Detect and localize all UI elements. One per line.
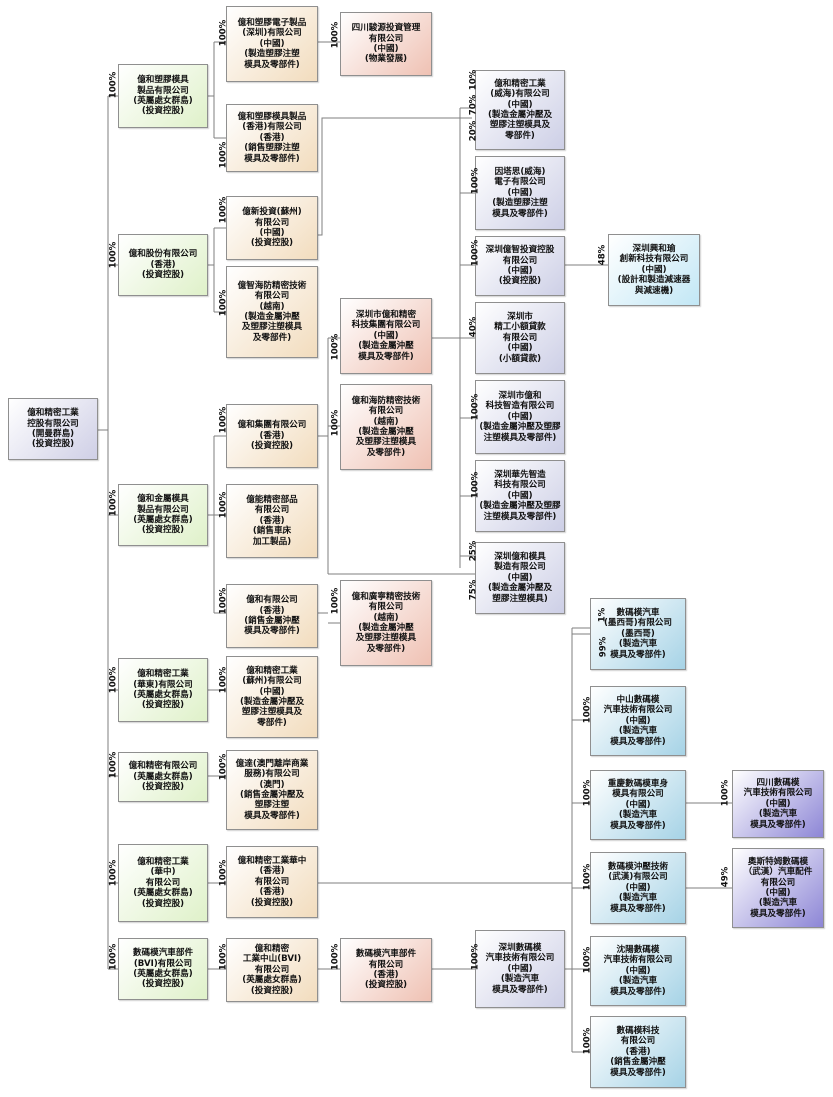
node-yida-macau: 億達(澳門離岸商業 服務)有限公司 (澳門) (銷售金屬沖壓及 塑膠注塑 模具及…	[226, 750, 318, 830]
pct-label: 100%	[218, 196, 229, 224]
node-digital-auto-mexico: 數碼模汽車 (墨西哥)有限公司 (墨西哥) (製造汽車 模具及零部件)	[590, 598, 686, 670]
pct-label: 100%	[470, 471, 481, 499]
node-yihe-weihai: 億和精密工業 (威海)有限公司 (中國) (製造金屬沖壓及 塑膠注塑模具及 零部…	[475, 70, 565, 150]
pct-label: 100%	[108, 751, 119, 779]
pct-label: 25%	[468, 540, 479, 562]
node-sichuan-digital-auto: 四川數碼模 汽車技術有限公司 (中國) (製造汽車 模具及零部件)	[732, 770, 824, 838]
pct-label: 100%	[330, 943, 341, 971]
node-plastic-elec-sz: 億和塑膠電子製品 (深圳)有限公司 (中國) (製造塑膠注塑 模具及零部件)	[226, 6, 318, 82]
pct-label: 100%	[108, 666, 119, 694]
node-yineng-precision: 億能精密部品 有限公司 (香港) (銷售車床 加工製品)	[226, 484, 318, 558]
pct-label: 100%	[470, 239, 481, 267]
node-chongqing-body: 重慶數碼模車身 模具有限公司 (中國) (製造汽車 模具及零部件)	[590, 770, 686, 840]
pct-label: 100%	[582, 863, 593, 891]
node-yihe-precision-bvi: 億和精密有限公司 (英屬處女群島) (投資控股)	[118, 752, 208, 802]
node-sz-yihe-smart-mfg: 深圳市億和 科技智造有限公司 (中國) (製造金屬沖壓及塑膠 注塑模具及零部件)	[475, 380, 565, 454]
node-sz-yihe-tech-group: 深圳市億和精密 科技集團有限公司 (中國) (製造金屬沖壓 模具及零部件)	[340, 298, 432, 374]
pct-label: 100%	[582, 946, 593, 974]
node-zhongshan-digital-auto: 中山數碼模 汽車技術有限公司 (中國) (製造汽車 模具及零部件)	[590, 686, 686, 756]
node-sz-digital-auto-tech: 深圳數碼模 汽車技術有限公司 (中國) (製造汽車 模具及零部件)	[475, 930, 565, 1008]
pct-label: 75%	[468, 579, 479, 601]
node-digital-auto-bvi: 數碼模汽車部件 (BVI)有限公司 (英屬處女群島) (投資控股)	[118, 938, 208, 1000]
node-plastic-mould-hk: 億和塑膠模具製品 (香港)有限公司 (香港) (銷售塑膠注塑 模具及零部件)	[226, 104, 318, 172]
node-yihe-holdings-hk: 億和股份有限公司 (香港) (投資控股)	[118, 234, 208, 296]
node-digital-tech-hk: 數碼模科技 有限公司 (香港) (銷售金屬沖壓 模具及零部件)	[590, 1016, 686, 1088]
node-yihe-haifang: 億和海防精密技術 有限公司 (越南) (製造金屬沖壓 及塑膠注塑模具 及零部件)	[340, 384, 432, 470]
node-root: 億和精密工業 控股有限公司 (開曼群島) (投資控股)	[8, 398, 98, 460]
node-sichuan-junyuan: 四川駿源投資管理 有限公司 (中國) (物業發展)	[340, 12, 432, 76]
node-shenyang-digital-auto: 沈陽數碼模 汽車技術有限公司 (中國) (製造汽車 模具及零部件)	[590, 936, 686, 1006]
pct-label: 100%	[218, 943, 229, 971]
node-yihe-guangning: 億和廣寧精密技術 有限公司 (越南) (製造金屬沖壓 及塑膠注塑模具 及零部件)	[340, 580, 432, 666]
pct-label: 100%	[218, 859, 229, 887]
pct-label: 100%	[218, 491, 229, 519]
node-aosite-wuhan: 奧斯特姆數碼模 （武漢）汽車配件 有限公司 (中國) (製造汽車 模具及零部件)	[732, 848, 824, 928]
node-yihe-group-hk: 億和集團有限公司 (香港) (投資控股)	[226, 404, 318, 468]
pct-label: 70%	[468, 94, 479, 116]
pct-label: 100%	[108, 859, 119, 887]
node-yihe-central-china-bvi: 億和精密工業 (華中) 有限公司 (英屬處女群島) (投資控股)	[118, 844, 208, 922]
pct-label: 100%	[108, 489, 119, 517]
pct-label: 100%	[720, 779, 731, 807]
node-sz-yizhi-invest: 深圳億智投資控股 有限公司 (中國) (投資控股)	[475, 236, 565, 296]
node-sz-yihe-mould: 深圳億和模具 製造有限公司 (中國) (製造金屬沖壓及 塑膠注塑模具)	[475, 542, 565, 614]
node-sz-xinghe-yu: 深圳興和瑜 創新科技有限公司 (中國) (設計和製造減速器 與減速機)	[608, 234, 700, 306]
pct-label: 40%	[468, 316, 479, 338]
node-yihe-zhongshan-bvi: 億和精密 工業中山(BVI) 有限公司 (英屬處女群島) (投資控股)	[226, 938, 318, 1002]
pct-label: 100%	[218, 289, 229, 317]
pct-label: 100%	[108, 71, 119, 99]
pct-label: 100%	[330, 333, 341, 361]
pct-label: 100%	[218, 666, 229, 694]
node-yihe-suzhou: 億和精密工業 (蘇州)有限公司 (中國) (製造金屬沖壓及 塑膠注塑模具及 零部…	[226, 656, 318, 738]
pct-label: 99%	[598, 636, 609, 658]
pct-label: 100%	[330, 409, 341, 437]
pct-label: 100%	[330, 587, 341, 615]
node-digital-auto-parts-hk: 數碼模汽車部件 有限公司 (香港) (投資控股)	[340, 938, 432, 1002]
node-yihe-east-china-bvi: 億和精密工業 (華東)有限公司 (英屬處女群島) (投資控股)	[118, 658, 208, 722]
pct-label: 100%	[218, 753, 229, 781]
node-digital-stamping-wuhan: 數碼模沖壓技術 (武漢)有限公司 (中國) (製造汽車 模具及零部件)	[590, 852, 686, 924]
node-yihe-ltd-hk: 億和有限公司 (香港) (銷售金屬沖壓 模具及零部件)	[226, 584, 318, 648]
pct-label: 49%	[720, 866, 731, 888]
pct-label: 100%	[470, 393, 481, 421]
pct-label: 100%	[218, 587, 229, 615]
pct-label: 100%	[470, 943, 481, 971]
pct-label: 48%	[597, 244, 608, 266]
node-yihe-metal-mould-bvi: 億和金屬模具 製品有限公司 (英屬處女群島) (投資控股)	[118, 484, 208, 546]
pct-label: 100%	[108, 943, 119, 971]
node-sz-huaxian-smart: 深圳華先智造 科技有限公司 (中國) (製造金屬沖壓及塑膠 注塑模具及零部件)	[475, 460, 565, 532]
node-sz-jinggong-loan: 深圳市 精工小額貸款 有限公司 (中國) (小額貸款)	[475, 302, 565, 374]
node-intasa-weihai: 因塔思(威海) 電子有限公司 (中國) (製造塑膠注塑 模具及零部件)	[475, 156, 565, 230]
pct-label: 100%	[218, 406, 229, 434]
pct-label: 100%	[218, 141, 229, 169]
node-yihe-central-china-hk: 億和精密工業華中 (香港) 有限公司 (香港) (投資控股)	[226, 846, 318, 918]
pct-label: 10%	[468, 69, 479, 91]
node-yihe-plastic-mould-bvi: 億和塑膠模具 製品有限公司 (英屬處女群島) (投資控股)	[118, 64, 208, 128]
node-yizhi-haifang: 億智海防精密技術 有限公司 (越南) (製造金屬沖壓 及塑膠注塑模具 及零部件)	[226, 266, 318, 358]
pct-label: 100%	[470, 167, 481, 195]
pct-label: 1%	[597, 607, 608, 623]
pct-label: 100%	[582, 696, 593, 724]
pct-label: 100%	[108, 241, 119, 269]
node-yixin-invest-suzhou: 億新投資(蘇州) 有限公司 (中國) (投資控股)	[226, 196, 318, 260]
pct-label: 100%	[582, 779, 593, 807]
pct-label: 20%	[468, 120, 479, 142]
pct-label: 100%	[582, 1027, 593, 1055]
pct-label: 100%	[218, 19, 229, 47]
pct-label: 100%	[330, 21, 341, 49]
